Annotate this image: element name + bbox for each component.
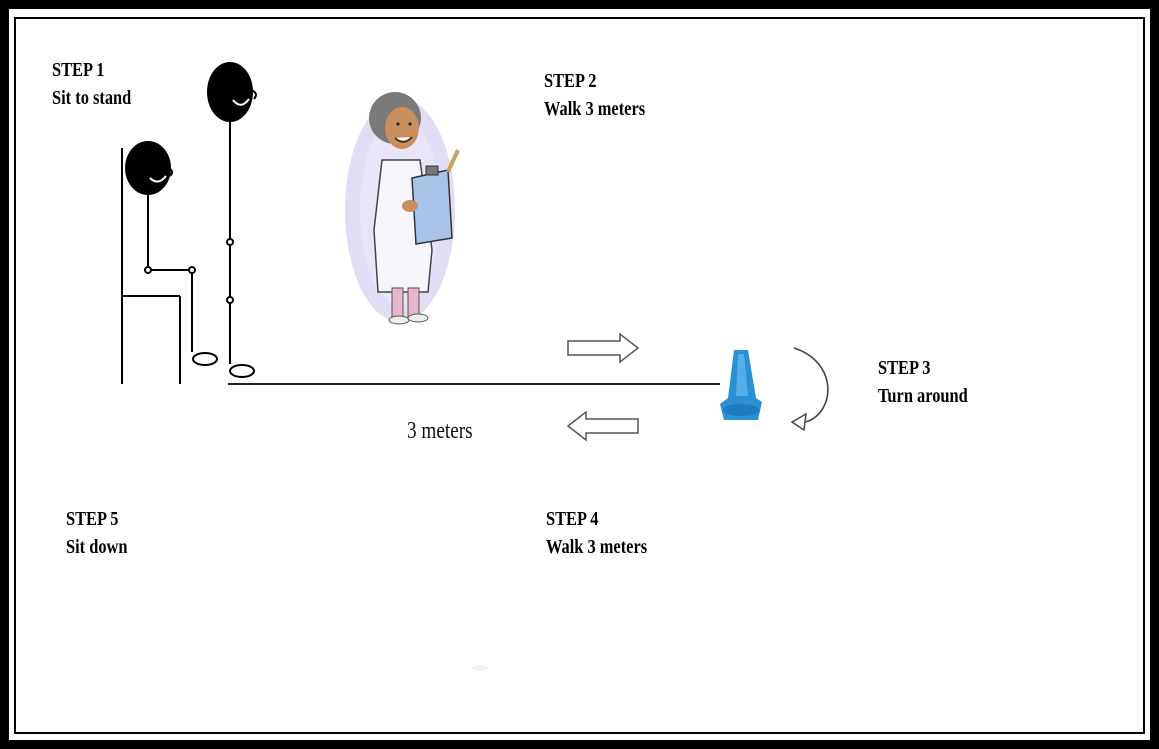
step-number: STEP 3 [878,354,968,382]
standing-person-icon [207,62,256,377]
step-2-label: STEP 2 Walk 3 meters [544,67,645,123]
step-5-label: STEP 5 Sit down [66,505,128,561]
step-4-label: STEP 4 Walk 3 meters [546,505,647,561]
step-1-label: STEP 1 Sit to stand [52,56,131,112]
step-action: Turn around [878,382,968,410]
arrow-right-icon [568,334,638,362]
step-action: Walk 3 meters [546,533,647,561]
step-action: Sit down [66,533,128,561]
clinician-icon [345,92,458,324]
step-number: STEP 1 [52,56,131,84]
seated-person-icon [125,141,217,365]
turn-around-arrow-icon [792,348,828,430]
smudge-mark [472,665,488,671]
step-3-label: STEP 3 Turn around [878,354,968,410]
arrow-left-icon [568,412,638,440]
step-number: STEP 4 [546,505,647,533]
step-action: Sit to stand [52,84,131,112]
cone-icon [720,350,762,420]
step-number: STEP 2 [544,67,645,95]
distance-label: 3 meters [407,418,473,445]
step-number: STEP 5 [66,505,128,533]
step-action: Walk 3 meters [544,95,645,123]
